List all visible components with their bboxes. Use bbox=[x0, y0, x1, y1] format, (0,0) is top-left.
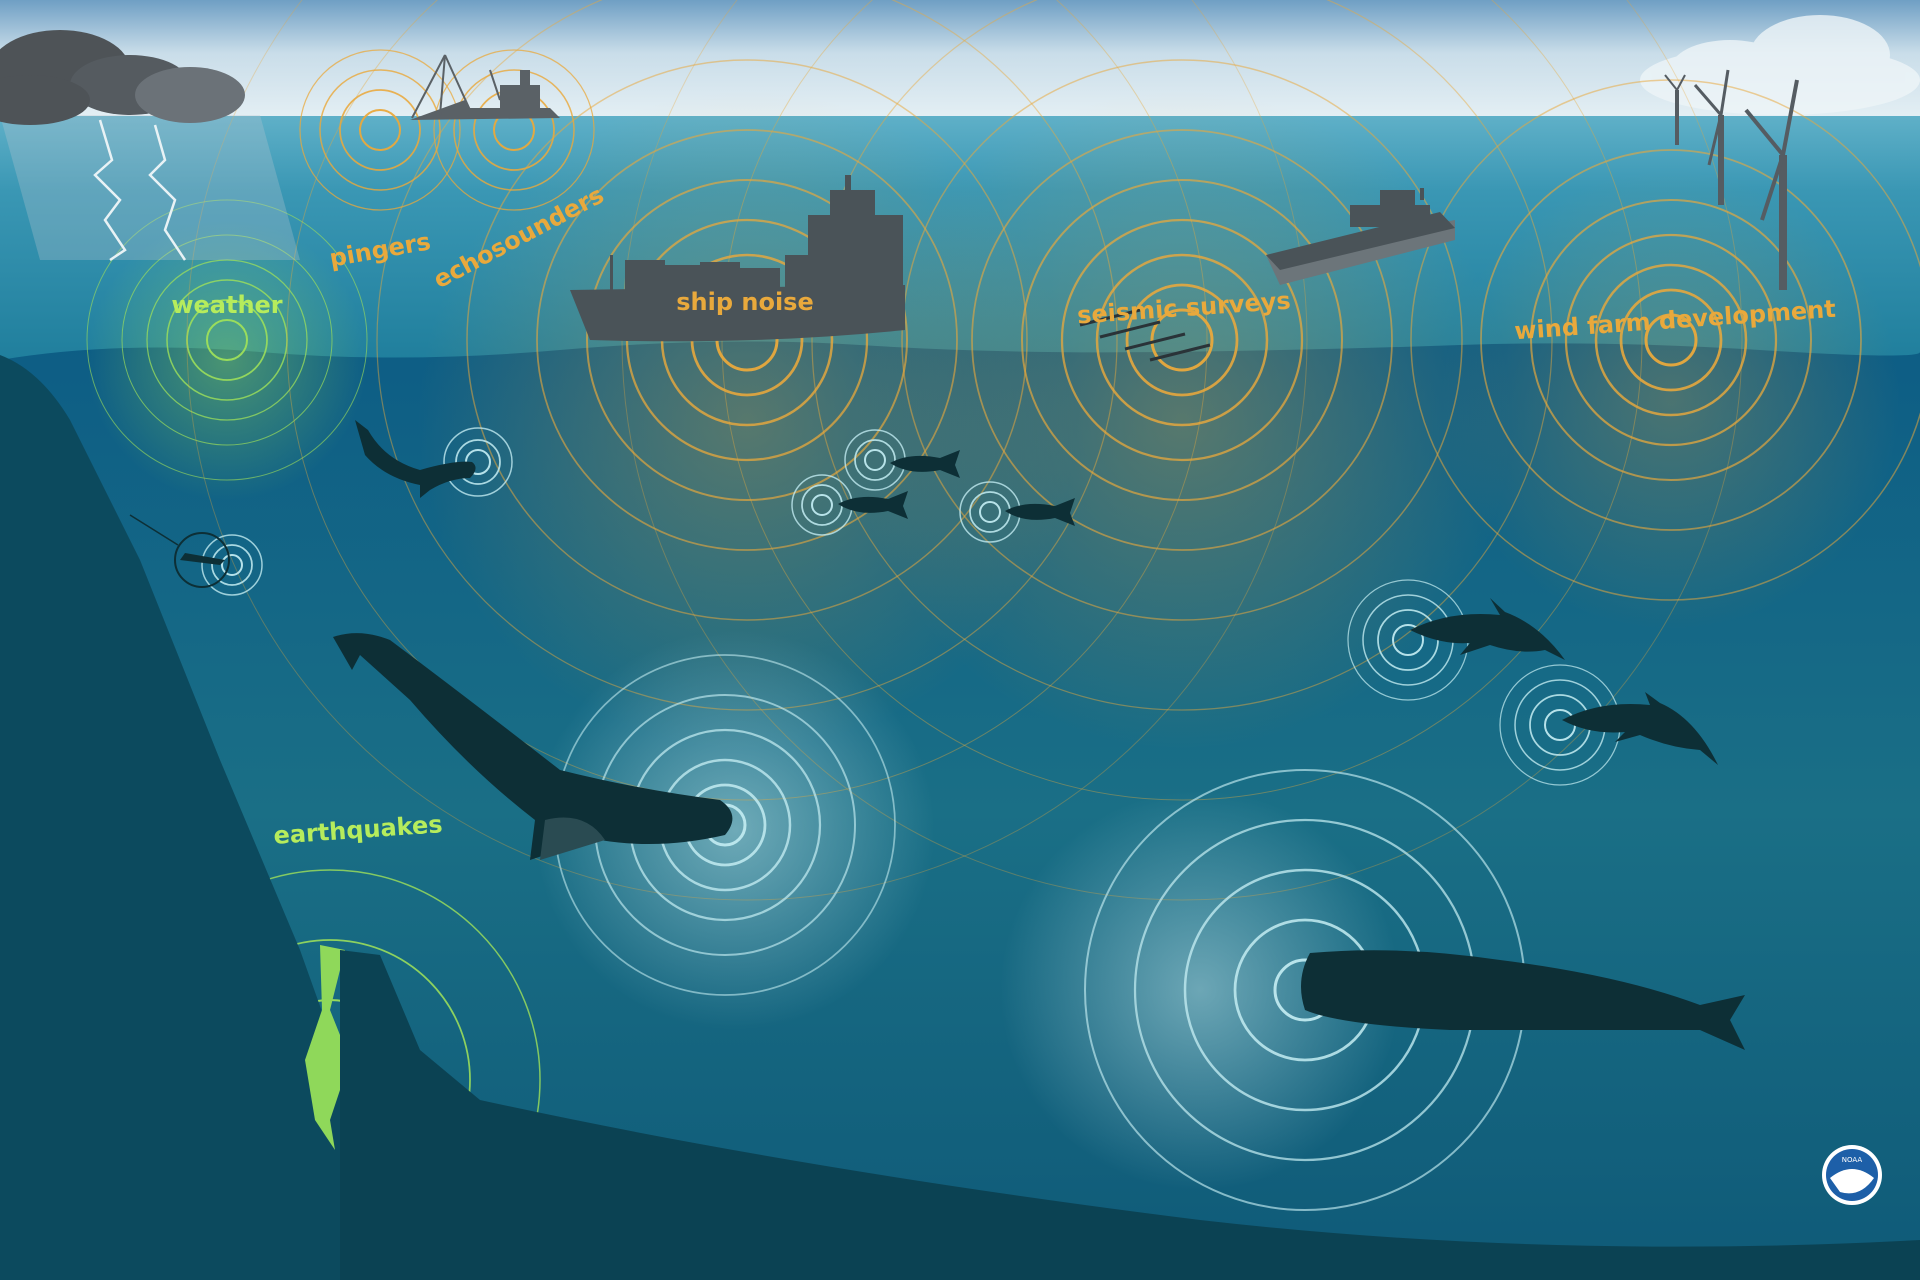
wind-farm-waves bbox=[1410, 79, 1920, 601]
wave-ring bbox=[299, 49, 461, 211]
wave-ring bbox=[1095, 253, 1269, 427]
lightning-icon bbox=[93, 119, 187, 262]
wave-ring bbox=[443, 427, 513, 497]
wave-ring bbox=[854, 439, 896, 481]
label-weather: weather bbox=[171, 291, 282, 319]
wave-ring bbox=[1021, 179, 1343, 501]
wave-ring bbox=[201, 534, 263, 596]
wave-ring bbox=[453, 69, 575, 191]
wave-ring bbox=[376, 0, 1118, 711]
wave-ring bbox=[186, 299, 268, 381]
seafloor-crack bbox=[305, 945, 350, 1150]
wave-ring bbox=[146, 259, 308, 421]
noaa-logo-text: NOAA bbox=[1842, 1156, 1863, 1164]
fishing-vessel-icon bbox=[410, 54, 560, 120]
wave-ring bbox=[319, 69, 441, 191]
storm-cloud-icon bbox=[0, 30, 300, 260]
container-ship-icon bbox=[570, 175, 905, 342]
wave-ring bbox=[811, 494, 833, 516]
wave-ring bbox=[1150, 308, 1214, 372]
wind-turbine-icon bbox=[1664, 69, 1799, 290]
seafloor bbox=[0, 355, 1920, 1280]
wave-ring bbox=[1125, 283, 1239, 397]
wave-ring bbox=[466, 59, 1028, 621]
wave-ring bbox=[221, 554, 243, 576]
wave-ring bbox=[186, 0, 1308, 901]
ship-noise-waves bbox=[186, 0, 1308, 901]
pinger-waves bbox=[299, 49, 461, 211]
lobster-icon bbox=[129, 514, 230, 588]
lobster-waves bbox=[201, 534, 263, 596]
dolphin-icon bbox=[1410, 598, 1718, 765]
wave-ring bbox=[121, 234, 333, 446]
label-ship-noise: ship noise bbox=[676, 288, 814, 316]
wave-ring bbox=[206, 319, 248, 361]
seafloor-front bbox=[340, 950, 1920, 1280]
fish-icon bbox=[838, 450, 1075, 526]
wave-ring bbox=[1392, 624, 1424, 656]
wave-ring bbox=[1060, 218, 1304, 462]
wave-ring bbox=[286, 0, 1208, 801]
wave-ring bbox=[971, 129, 1393, 551]
cloud-right bbox=[1640, 15, 1920, 115]
wave-ring bbox=[1410, 79, 1920, 601]
wave-ring bbox=[86, 199, 368, 481]
wave-ring bbox=[864, 449, 886, 471]
seismic-vessel-icon bbox=[1079, 188, 1455, 362]
wave-ring bbox=[901, 59, 1463, 621]
noaa-logo[interactable]: NOAA bbox=[1822, 1145, 1882, 1205]
wave-ring bbox=[433, 49, 595, 211]
weather-waves bbox=[86, 199, 368, 481]
whale-icon bbox=[333, 633, 733, 860]
wave-ring bbox=[536, 129, 958, 551]
wave-ring bbox=[586, 179, 908, 501]
wave-ring bbox=[1480, 149, 1862, 531]
wave-ring bbox=[339, 89, 421, 171]
wave-ring bbox=[1619, 288, 1723, 392]
wave-ring bbox=[166, 279, 288, 401]
wave-ring bbox=[359, 109, 401, 151]
wave-ring bbox=[811, 0, 1553, 711]
wave-ring bbox=[455, 439, 501, 485]
wave-ring bbox=[1594, 263, 1748, 417]
wave-ring bbox=[979, 501, 1001, 523]
sperm-whale-click-glow bbox=[1000, 790, 1400, 1190]
wave-ring bbox=[211, 544, 253, 586]
wave-ring bbox=[1564, 233, 1778, 447]
wave-ring bbox=[1530, 199, 1812, 481]
sperm-whale-icon bbox=[1301, 950, 1745, 1050]
sky bbox=[0, 0, 1920, 118]
wave-ring bbox=[1644, 313, 1698, 367]
seal-icon bbox=[355, 420, 476, 498]
